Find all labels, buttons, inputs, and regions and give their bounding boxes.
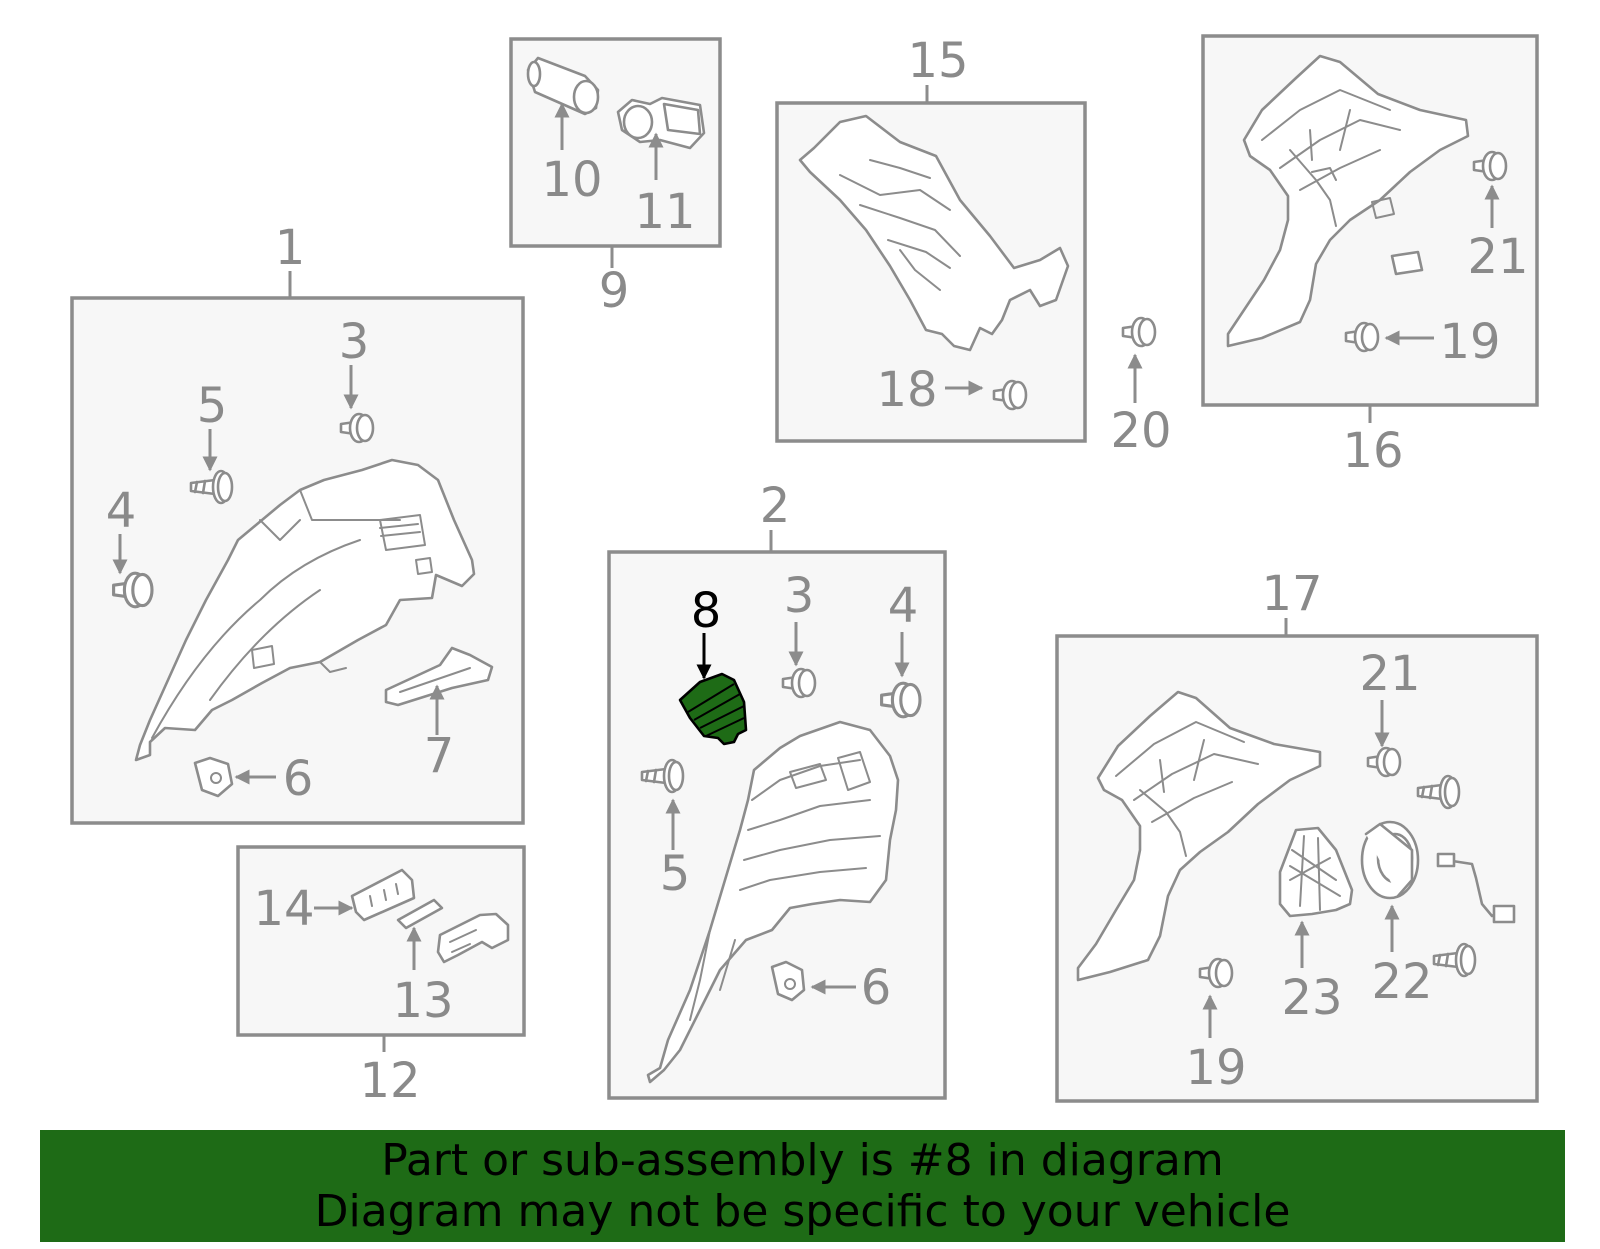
banner-line-1: Part or sub-assembly is #8 in diagram <box>381 1135 1224 1186</box>
callout-19: 19 <box>1439 314 1500 370</box>
wire-harness-part <box>1436 852 1516 924</box>
highlighted-part-8 <box>678 672 748 746</box>
info-banner: Part or sub-assembly is #8 in diagram Di… <box>40 1130 1565 1242</box>
callout-7: 7 <box>424 728 455 784</box>
callout-15: 15 <box>907 33 968 89</box>
callout-3-panel2: 3 <box>784 568 815 624</box>
socket-cover-11-part <box>616 96 706 150</box>
panel-1 <box>70 271 525 825</box>
callout-16: 16 <box>1342 423 1403 479</box>
speaker-grille-23-part <box>1278 826 1354 918</box>
panel-17 <box>1055 618 1539 1103</box>
callout-21-panel17: 21 <box>1359 646 1420 702</box>
callout-4: 4 <box>106 483 137 539</box>
callout-12: 12 <box>359 1053 420 1109</box>
callout-3: 3 <box>339 314 370 370</box>
callout-5: 5 <box>197 378 228 434</box>
quarter-trim-panel-2-part <box>646 720 900 1084</box>
nut-6b-part <box>770 960 806 1002</box>
callout-6-panel2: 6 <box>861 960 892 1016</box>
callout-8: 8 <box>691 583 722 639</box>
panel-12 <box>236 845 526 1052</box>
callout-1: 1 <box>275 220 306 276</box>
socket-10-part <box>526 56 600 116</box>
callout-2: 2 <box>760 478 791 534</box>
switch-14-part <box>350 868 416 922</box>
callout-22: 22 <box>1371 954 1432 1010</box>
panel-2 <box>607 530 947 1100</box>
panel-15 <box>775 85 1087 443</box>
cover-13-part <box>396 898 444 930</box>
callout-19-panel17: 19 <box>1185 1040 1246 1096</box>
nut-6-part <box>193 756 234 798</box>
trim-bracket-part <box>384 646 494 707</box>
callout-21: 21 <box>1467 229 1528 285</box>
panel-9 <box>509 37 722 268</box>
callout-9: 9 <box>599 263 630 319</box>
callout-11: 11 <box>634 184 695 240</box>
callout-23: 23 <box>1281 970 1342 1026</box>
speaker-22-part <box>1360 820 1420 900</box>
clip-20-part <box>1121 316 1157 348</box>
banner-line-2: Diagram may not be specific to your vehi… <box>314 1186 1291 1237</box>
callout-14: 14 <box>253 881 314 937</box>
callout-17: 17 <box>1261 566 1322 622</box>
bracket-16-part <box>1390 250 1424 276</box>
callout-6: 6 <box>283 751 314 807</box>
callout-20: 20 <box>1110 403 1171 459</box>
pillar-trim-panel-part <box>798 114 1070 352</box>
pillar-garnish-16-part <box>1226 54 1470 348</box>
callout-10: 10 <box>541 152 602 208</box>
pillar-garnish-17-part <box>1076 690 1322 982</box>
bracket-12-part <box>436 912 510 964</box>
callout-13: 13 <box>392 973 453 1029</box>
callout-5-panel2: 5 <box>660 846 691 902</box>
callout-18: 18 <box>876 362 937 418</box>
panel-16 <box>1201 34 1539 423</box>
callout-4-panel2: 4 <box>888 578 919 634</box>
